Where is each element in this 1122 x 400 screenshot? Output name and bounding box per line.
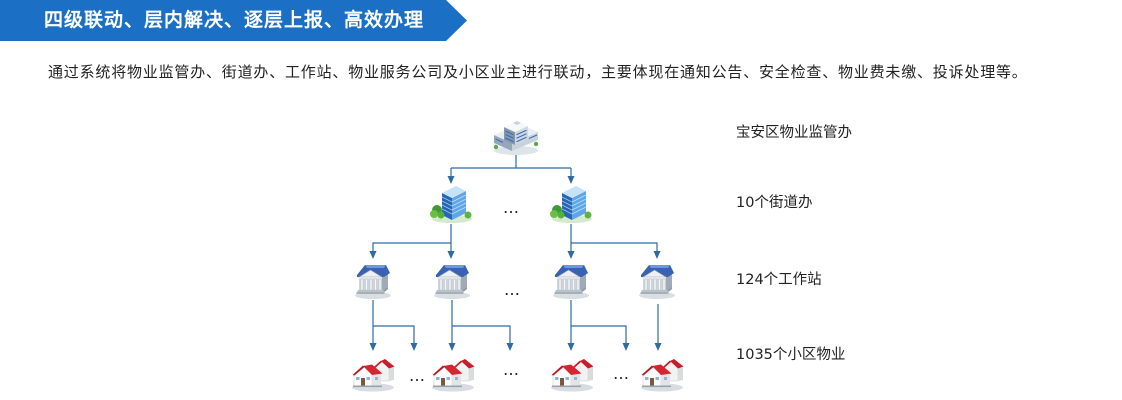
ellipsis-more: … xyxy=(503,198,519,217)
connector-line xyxy=(372,242,451,252)
intro-text: 通过系统将物业监管办、街道办、工作站、物业服务公司及小区业主进行联动，主要体现在… xyxy=(48,63,1028,81)
level-label-district-office: 宝安区物业监管办 xyxy=(736,125,852,141)
office-building-icon xyxy=(492,114,540,156)
connector-arrowhead xyxy=(410,343,418,351)
residential-house-icon xyxy=(431,354,475,392)
connector-arrowhead xyxy=(369,343,377,351)
residential-house-icon xyxy=(550,354,594,392)
residential-house-icon xyxy=(640,354,684,392)
connector-arrowhead xyxy=(506,343,514,351)
connector-arrowhead xyxy=(622,343,630,351)
connector-arrowhead xyxy=(653,251,661,259)
connector-arrowhead xyxy=(369,251,377,259)
connector-arrowhead xyxy=(567,176,575,184)
connector-line xyxy=(571,242,658,252)
banner-arrow-shape xyxy=(0,0,467,41)
connector-arrowhead xyxy=(447,251,455,259)
connector-line xyxy=(373,325,415,344)
ellipsis-more: … xyxy=(613,364,629,383)
banner-title: 四级联动、层内解决、逐层上报、高效办理 xyxy=(44,9,425,31)
level-label-workstations: 124个工作站 xyxy=(736,272,822,288)
level-label-community-properties: 1035个小区物业 xyxy=(736,347,846,363)
connector-arrowhead xyxy=(654,343,662,351)
workstation-icon xyxy=(353,260,393,300)
street-office-icon xyxy=(428,184,474,224)
workstation-icon xyxy=(551,260,591,300)
connector-arrowhead xyxy=(567,343,575,351)
workstation-icon xyxy=(432,260,472,300)
connector-line xyxy=(571,325,627,344)
ellipsis-more: … xyxy=(409,366,425,385)
connector-line xyxy=(452,325,511,344)
ellipsis-more: … xyxy=(504,280,520,299)
level-label-street-offices: 10个街道办 xyxy=(736,195,813,211)
residential-house-icon xyxy=(351,354,395,392)
section-banner: 四级联动、层内解决、逐层上报、高效办理 xyxy=(0,0,468,42)
workstation-icon xyxy=(637,260,677,300)
connector-arrowhead xyxy=(447,176,455,184)
street-office-icon xyxy=(548,184,594,224)
connector-arrowhead xyxy=(448,343,456,351)
ellipsis-more: … xyxy=(503,360,519,379)
connector-arrowhead xyxy=(567,251,575,259)
